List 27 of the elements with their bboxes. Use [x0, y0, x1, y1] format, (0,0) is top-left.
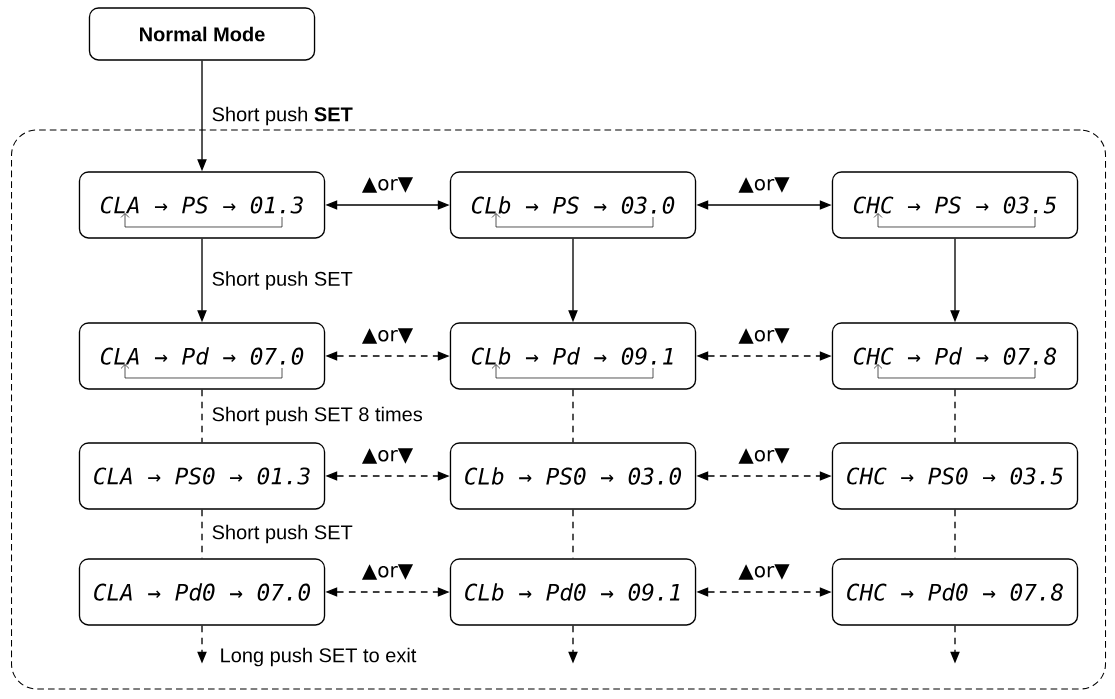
edge-label: Short push SET [210, 523, 355, 545]
display-box: CHC → Pd → 07.8 [831, 322, 1079, 390]
display-box: CHC → PS0 → 03.5 [831, 442, 1079, 510]
display-box: CLb → PS0 → 03.0 [449, 442, 697, 510]
edge-label: ▲or▼ [360, 447, 415, 465]
edge-label: ▲or▼ [360, 176, 415, 194]
edge-label: ▲or▼ [360, 327, 415, 345]
display-box: CLb → PS → 03.0 [449, 171, 697, 239]
edge-label: Long push SET to exit [218, 646, 418, 668]
edge-label: Short push SET [210, 105, 355, 127]
display-box: CLb → Pd0 → 09.1 [449, 558, 697, 626]
display-box: CLA → Pd0 → 07.0 [78, 558, 326, 626]
display-box: CLA → PS0 → 01.3 [78, 442, 326, 510]
display-box: CLb → Pd → 09.1 [449, 322, 697, 390]
edge-label: Short push SET 8 times [210, 405, 425, 427]
display-box: CLA → Pd → 07.0 [78, 322, 326, 390]
dashed-frame [10, 129, 1107, 690]
display-box: CHC → Pd0 → 07.8 [831, 558, 1079, 626]
edge-label: ▲or▼ [737, 327, 791, 345]
mode-box: Normal Mode [88, 7, 316, 61]
edge-label: ▲or▼ [737, 563, 791, 581]
edge-label: Short push SET [210, 269, 355, 292]
edge-label: ▲or▼ [737, 176, 791, 194]
display-box: CHC → PS → 03.5 [831, 171, 1079, 239]
display-box: CLA → PS → 01.3 [78, 171, 326, 239]
edge-label: ▲or▼ [360, 563, 415, 581]
edge-label: ▲or▼ [737, 447, 791, 465]
